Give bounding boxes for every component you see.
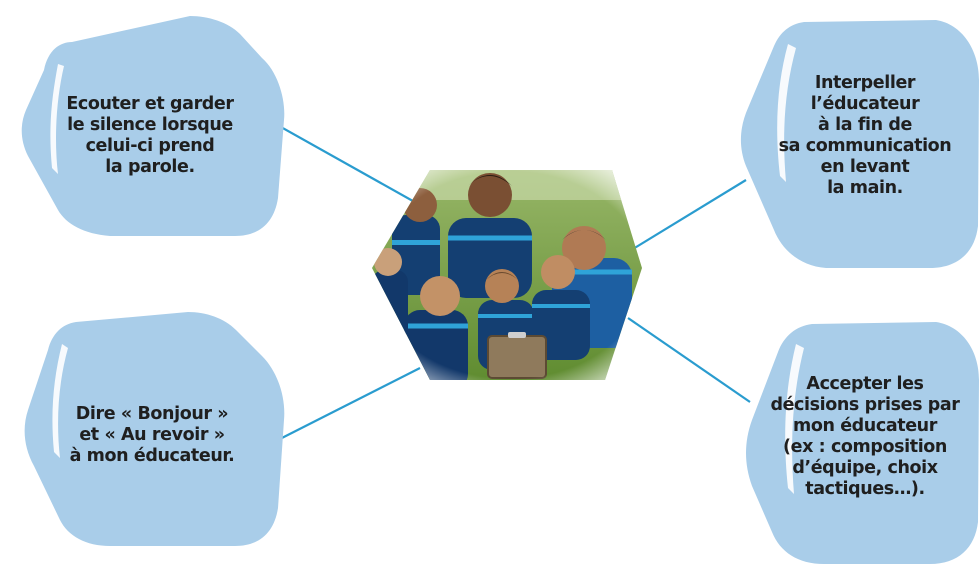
photo-vignette bbox=[372, 170, 642, 380]
bubble-top-right-line: à la fin de bbox=[818, 115, 912, 135]
bubble-top-right-line: sa communication bbox=[778, 136, 952, 156]
bubble-top-right bbox=[740, 20, 979, 268]
bubble-bottom-left-line: Dire « Bonjour » bbox=[75, 404, 229, 424]
connector-line-bottom-left bbox=[271, 367, 421, 444]
bubble-bottom-right-line: Accepter les bbox=[806, 374, 924, 394]
bubble-top-left-line: le silence lorsque bbox=[67, 115, 233, 135]
bubble-top-right-text: Interpeller l’éducateur à la fin de sa c… bbox=[758, 73, 972, 199]
connector-line-top-left bbox=[271, 121, 421, 206]
bubble-top-left-shape bbox=[21, 16, 285, 236]
bubble-top-left bbox=[21, 16, 285, 236]
bubble-bottom-left-line: à mon éducateur. bbox=[69, 446, 235, 466]
connector-line-top-right bbox=[627, 179, 747, 253]
bubble-bottom-right-line: d’équipe, choix bbox=[792, 458, 938, 478]
bubble-bottom-right-line: mon éducateur bbox=[793, 416, 937, 436]
bubble-bottom-right-line: (ex : composition bbox=[783, 437, 947, 457]
bubble-top-left-line: celui-ci prend bbox=[85, 136, 215, 156]
bubble-top-right-line: en levant bbox=[820, 157, 910, 177]
bubble-bottom-left bbox=[24, 312, 285, 546]
bubble-bottom-right-shape bbox=[746, 322, 979, 564]
bubble-top-left-line: la parole. bbox=[105, 157, 195, 177]
bubble-bottom-right-highlight bbox=[785, 344, 804, 494]
bubble-bottom-right bbox=[746, 322, 979, 564]
bubble-top-right-line: Interpeller bbox=[814, 73, 916, 93]
connector-line-bottom-right bbox=[627, 317, 751, 403]
bubble-top-left-highlight bbox=[50, 64, 64, 174]
bubble-bottom-left-text: Dire « Bonjour » et « Au revoir » à mon … bbox=[42, 404, 262, 467]
bubble-top-left-text: Ecouter et garder le silence lorsque cel… bbox=[40, 94, 260, 178]
bubble-bottom-left-highlight bbox=[52, 344, 68, 458]
bubble-bottom-left-line: et « Au revoir » bbox=[79, 425, 225, 445]
bubble-bottom-right-text: Accepter les décisions prises par mon éd… bbox=[758, 374, 972, 500]
bubble-top-right-highlight bbox=[777, 44, 796, 182]
bubble-top-right-shape bbox=[740, 20, 979, 268]
bubble-top-left-line: Ecouter et garder bbox=[66, 94, 234, 114]
bubble-bottom-right-line: décisions prises par bbox=[770, 395, 960, 415]
team-photo bbox=[372, 170, 642, 380]
bubble-bottom-left-shape bbox=[24, 312, 285, 546]
bubble-top-right-line: la main. bbox=[827, 178, 903, 198]
bubble-bottom-right-line: tactiques…). bbox=[805, 479, 925, 499]
bubble-top-right-line: l’éducateur bbox=[810, 94, 920, 114]
